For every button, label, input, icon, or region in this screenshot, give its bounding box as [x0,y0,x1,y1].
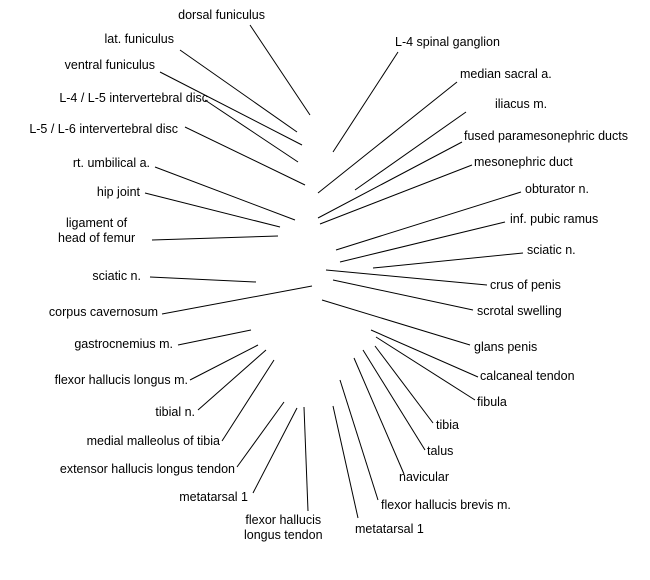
label-ligament-head-femur-line2: head of femur [58,231,136,245]
leader-tibia [374,345,434,424]
label-tibial-n: tibial n. [155,405,195,419]
leader-metatarsal-1-bottom [332,405,359,519]
leader-median-sacral-a [317,81,458,194]
label-l4-spinal-ganglion: L-4 spinal ganglion [395,35,500,49]
label-inf-pubic-ramus: inf. pubic ramus [510,212,599,226]
label-obturator-n: obturator n. [525,182,589,196]
leader-obturator-n [335,191,522,251]
label-l5-l6-disc: L-5 / L-6 intervertebral disc [29,122,178,136]
label-talus: talus [427,444,454,458]
leader-calcaneal-tendon [370,329,479,378]
label-gastrocnemius-m: gastrocnemius m. [74,337,173,351]
label-hip-joint: hip joint [96,185,140,199]
leader-tibial-n [197,349,267,411]
label-dorsal-funiculus: dorsal funiculus [178,8,265,22]
label-fibula: fibula [477,395,507,409]
leader-crus-of-penis [325,269,488,286]
leader-iliacus-m [354,111,467,191]
label-navicular: navicular [399,470,450,484]
label-scrotal-swelling: scrotal swelling [477,304,562,318]
leader-extensor-hallucis-longus [236,401,285,468]
label-flexor-hallucis-longus-tendon-line2: longus tendon [244,528,323,542]
leader-glans-penis [321,299,471,346]
label-ligament-head-femur: ligament of head of femur [58,216,135,246]
leader-corpus-cavernosum [161,285,313,315]
leader-talus [362,349,426,451]
label-iliacus-m: iliacus m. [495,97,548,111]
leader-metatarsal-1-left [252,407,298,494]
label-metatarsal-1-left: metatarsal 1 [179,490,248,504]
label-sciatic-n-left: sciatic n. [92,269,141,283]
label-medial-malleolus: medial malleolus of tibia [86,434,220,448]
label-flexor-hallucis-longus-m: flexor hallucis longus m. [54,373,188,387]
leader-fused-paramesonephric [317,141,463,219]
label-extensor-hallucis-longus: extensor hallucis longus tendon [59,462,235,476]
label-ligament-head-femur-line1: ligament of [65,216,128,230]
leader-hip-joint [144,192,281,228]
label-metatarsal-1-bottom: metatarsal 1 [355,522,424,536]
label-mesonephric-duct: mesonephric duct [474,155,573,169]
leader-flexor-hallucis-longus-m [189,344,259,381]
leader-ventral-funiculus [159,71,303,146]
label-median-sacral-a: median sacral a. [460,67,552,81]
leader-scrotal-swelling [332,279,474,311]
label-flexor-hallucis-longus-tendon: flexor hallucis longus tendon [244,513,323,543]
leader-flexor-hallucis-longus-tendon [303,406,309,512]
leader-l4-spinal-ganglion [332,51,399,153]
leader-sciatic-n-right [372,252,524,269]
leader-l4-l5-disc [204,99,299,163]
leader-navicular [353,357,405,475]
label-l4-l5-disc: L-4 / L-5 intervertebral disc [59,91,208,105]
label-tibia: tibia [436,418,459,432]
leader-inf-pubic-ramus [339,221,506,263]
leader-fibula [375,336,476,401]
label-flexor-hallucis-longus-tendon-line1: flexor hallucis [245,513,322,527]
leader-lat-funiculus [179,49,298,133]
label-corpus-cavernosum: corpus cavernosum [48,305,158,319]
leader-sciatic-n-left [149,276,257,283]
label-flexor-hallucis-brevis-m: flexor hallucis brevis m. [381,498,511,512]
leader-medial-malleolus [221,359,275,442]
label-calcaneal-tendon: calcaneal tendon [480,369,575,383]
leader-flexor-hallucis-brevis-m [339,379,379,501]
leader-mesonephric-duct [319,164,473,225]
label-crus-of-penis: crus of penis [490,278,561,292]
label-fused-paramesonephric: fused paramesonephric ducts [464,129,628,143]
label-sciatic-n-right: sciatic n. [527,243,576,257]
label-glans-penis: glans penis [474,340,538,354]
leader-l5-l6-disc [184,126,306,186]
leader-gastrocnemius-m [177,329,252,346]
label-ventral-funiculus: ventral funiculus [64,58,155,72]
label-rt-umbilical-a: rt. umbilical a. [72,156,150,170]
leader-rt-umbilical-a [154,166,296,221]
leader-ligament-head-femur [151,235,279,241]
leader-dorsal-funiculus [249,24,311,116]
label-lat-funiculus: lat. funiculus [104,32,174,46]
